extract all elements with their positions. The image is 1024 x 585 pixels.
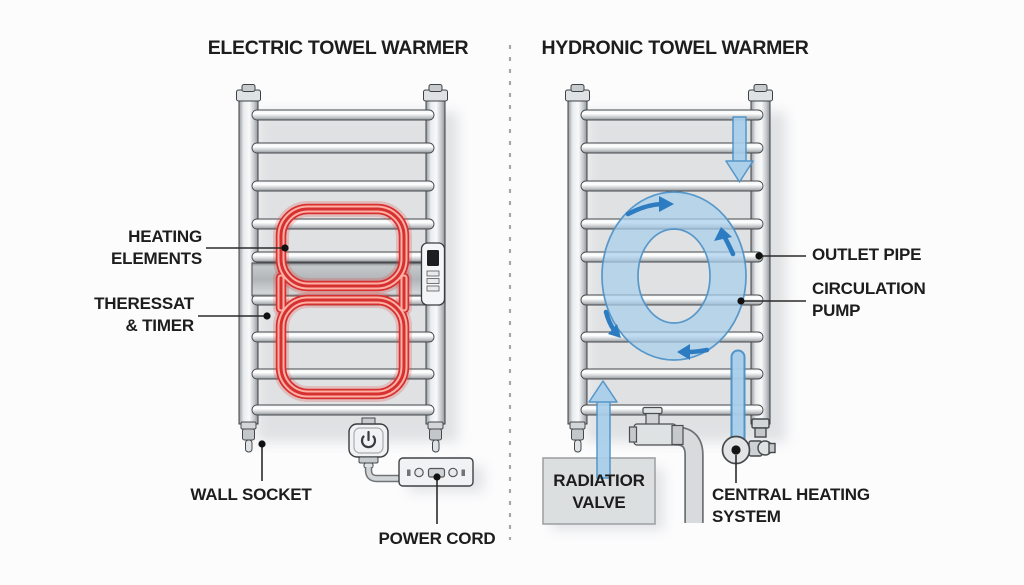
gray-pipe [674, 426, 704, 523]
label-thermostat-timer: THERESSAT & TIMER [94, 294, 194, 335]
right-panel-title: HYDRONIC TOWEL WARMER [541, 37, 809, 59]
power-icon [360, 430, 377, 449]
hydronic-towel-warmer [542, 84, 806, 525]
left-radiator-rails [236, 84, 448, 425]
right-radiator-foot [569, 421, 586, 453]
circulation-flow-ring [601, 191, 747, 361]
label-circulation-pump: CIRCULATION PUMP [812, 279, 926, 320]
hydronic-callouts [735, 255, 806, 483]
left-panel-title: ELECTRIC TOWEL WARMER [207, 37, 469, 59]
valve-up-arrow [588, 380, 618, 479]
power-plug [348, 417, 389, 469]
wall-socket-strip [398, 457, 474, 487]
pump-center [731, 445, 741, 455]
electric-towel-warmer [198, 84, 474, 524]
flow-arrows [603, 196, 736, 360]
control-display [427, 250, 439, 266]
label-heating-elements: HEATING ELEMENTS [111, 227, 202, 268]
power-cord-line [364, 467, 400, 483]
label-central-heating-system: CENTRAL HEATING SYSTEM [712, 485, 870, 526]
label-power-cord: POWER CORD [378, 529, 496, 548]
label-radiator-valve: RADIATIOR VALVE [553, 471, 645, 512]
electric-callout-dots [258, 244, 441, 481]
circulation-pump-assembly [721, 418, 776, 465]
outlet-down-arrow [725, 116, 754, 183]
hydronic-callout-dots [737, 252, 763, 305]
label-outlet-pipe: OUTLET PIPE [812, 245, 922, 264]
label-wall-socket: WALL SOCKET [190, 485, 312, 504]
electric-callouts [198, 247, 438, 524]
t-valve-fitting [628, 406, 684, 446]
left-radiator-feet [240, 421, 444, 453]
thermostat-control-unit [420, 242, 446, 306]
